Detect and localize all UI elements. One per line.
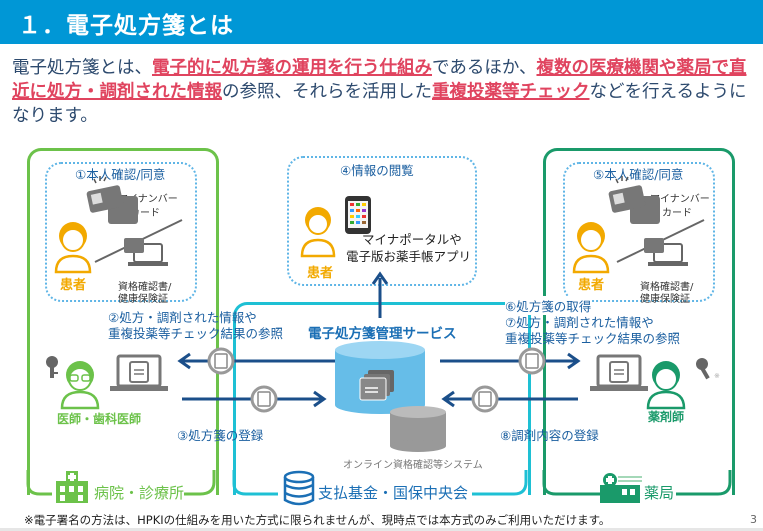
intro-segment: の参照、それらを活用した <box>222 82 432 102</box>
pharmacy-card-label-1: マイナンバー <box>650 194 710 205</box>
pharmacist-laptop-icon <box>590 354 648 391</box>
pharmacy-cert-label-1: 資格確認書/ <box>640 282 694 293</box>
hospital-patient-label: 患者 <box>60 278 87 293</box>
pharmacy-footer-label: 薬局 <box>644 484 675 502</box>
intro-emphasis: 電子的に処方箋の運用を行う仕組み <box>152 58 432 78</box>
pharmacy-card-label-2: カード <box>662 208 692 219</box>
database-stack-icon <box>283 470 315 506</box>
hospital-consent-title: ①本人確認/同意 <box>75 167 166 182</box>
laptop-icon <box>644 238 688 266</box>
pharmacy-cert-label-2: 健康保険証 <box>640 294 690 305</box>
pharmacy-note-mark: ※ <box>714 372 720 380</box>
up-arrow-icon <box>371 271 389 318</box>
intro-emphasis: 複数の医療機関や薬局で直近に処方・調剤された情報 <box>12 58 747 102</box>
intro-emphasis: 重複投薬等チェック <box>432 82 590 102</box>
hospital-ref-label-1: ②処方・調剤された情報や <box>108 310 257 325</box>
slide-header: １．電子処方箋とは <box>0 0 763 44</box>
pharmacy-ref-label-2: 重複投薬等チェック結果の参照 <box>505 331 681 346</box>
hospital-card-label-2: カード <box>130 208 160 219</box>
pharmacy-ref-label-1: ⑦処方・調剤された情報や <box>505 315 654 330</box>
key-icon <box>46 356 58 378</box>
hospital-footer-label: 病院・診療所 <box>94 484 185 502</box>
arrow-reference-to-doctor <box>177 352 338 370</box>
doctor-label: 医師・歯科医師 <box>57 412 142 426</box>
hospital-building-icon <box>56 471 88 503</box>
pharmacy-consent-box <box>563 162 715 302</box>
hospital-cert-label-2: 健康保険証 <box>118 294 168 305</box>
online-system-database-icon <box>390 406 446 452</box>
patient-icon <box>572 222 610 274</box>
pharmacy-building-icon <box>600 473 642 503</box>
intro-text: 電子処方箋とは、電子的に処方箋の運用を行う仕組みであるほか、複数の医療機関や薬局… <box>12 56 757 128</box>
bottom-divider <box>0 528 763 531</box>
doctor-laptop-icon <box>110 354 168 391</box>
hospital-consent-box <box>45 162 197 302</box>
key-icon <box>696 358 710 380</box>
app-label-1: マイナポータルや <box>362 232 462 247</box>
pharmacy-register-label: ⑧調剤内容の登録 <box>500 428 599 443</box>
app-label-2: 電子版お薬手帳アプリ <box>346 249 472 264</box>
pharmacy-box <box>543 148 735 495</box>
hospital-cert-label-1: 資格確認書/ <box>118 282 172 293</box>
online-system-label: オンライン資格確認等システム <box>343 460 483 471</box>
page-number: 3 <box>750 513 757 526</box>
arrow-to-pharmacist <box>440 352 581 370</box>
pharmacy-get-label: ⑥処方箋の取得 <box>505 296 592 315</box>
footnote: ※電子署名の方法は、HPKIの仕組みを用いた方式に限られませんが、現時点では本方… <box>24 513 611 527</box>
card-reader-icon <box>86 176 138 224</box>
doctor-icon <box>60 361 100 410</box>
laptop-icon <box>124 238 168 266</box>
view-info-title: ④情報の閲覧 <box>340 163 414 178</box>
pharmacist-icon <box>646 361 686 410</box>
hospital-card-label-1: マイナンバー <box>118 194 178 205</box>
card-reader-icon <box>608 176 660 224</box>
intro-segment: などを行えるようになります。 <box>12 82 747 126</box>
view-patient-label: 患者 <box>307 266 334 281</box>
prescription-database-icon <box>335 341 425 414</box>
center-footer-label: 支払基金・国保中央会 <box>318 484 469 502</box>
patient-icon <box>300 207 336 258</box>
hospital-register-label: ③処方箋の登録 <box>177 428 264 443</box>
pharmacy-patient-label: 患者 <box>578 278 605 293</box>
patient-icon <box>54 222 92 274</box>
doc-icon <box>471 385 499 413</box>
slide-title: １．電子処方箋とは <box>18 13 234 39</box>
pharmacist-label: 薬剤師 <box>648 410 685 424</box>
intro-segment: であるほか、 <box>432 58 537 78</box>
doc-icon <box>518 347 546 375</box>
smartphone-icon <box>345 196 371 234</box>
hospital-box <box>27 148 219 495</box>
doc-icon <box>207 347 235 375</box>
view-info-box <box>287 156 477 286</box>
bottom-brackets <box>26 470 732 496</box>
pharmacy-consent-title: ⑤本人確認/同意 <box>593 167 684 182</box>
hospital-ref-label-2: 重複投薬等チェック結果の参照 <box>108 326 284 341</box>
doc-icon <box>250 385 278 413</box>
intro-segment: 電子処方箋とは、 <box>12 58 152 78</box>
arrow-register-dispensing <box>441 390 578 408</box>
service-label: 電子処方箋管理サービス <box>308 326 457 342</box>
